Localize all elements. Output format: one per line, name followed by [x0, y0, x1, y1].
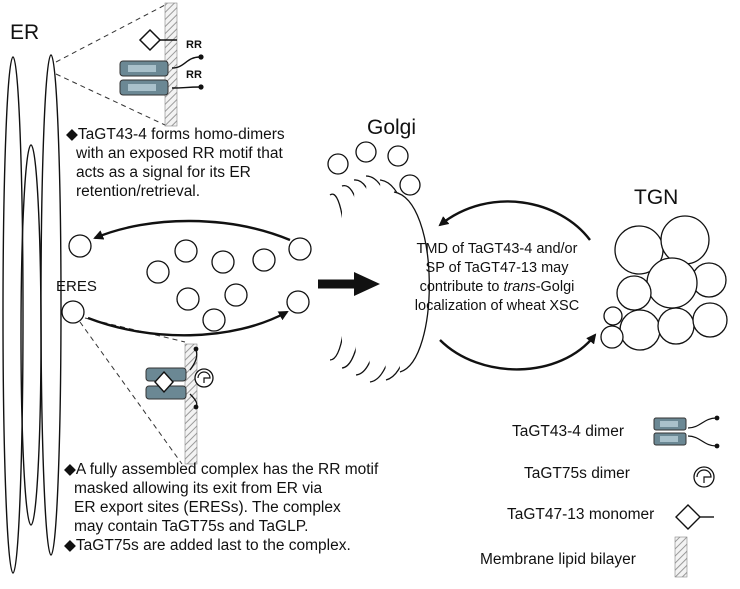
transport-vesicles [61, 234, 312, 332]
er-membranes [2, 54, 62, 574]
er-label: ER [10, 21, 40, 44]
rr-label-top: RR [186, 39, 202, 51]
er-cisterna-1 [2, 56, 24, 574]
legend-membrane-label: Membrane lipid bilayer [480, 551, 636, 568]
legend-gt47-label: TaGT47-13 monomer [507, 506, 655, 523]
top-inset [119, 2, 204, 127]
top-note: ◆TaGT43-4 forms homo-dimers with an expo… [66, 126, 285, 200]
tgn-bottom-arrow [439, 333, 597, 371]
legend-gt43-icon [653, 415, 720, 449]
retrograde-arrow [93, 219, 291, 242]
gt43-dimer-icon [119, 54, 204, 96]
gt47-diamond-icon [138, 28, 162, 52]
tgn-label: TGN [634, 186, 679, 209]
center-note: TMD of TaGT43-4 and/or SP of TaGT47-13 m… [414, 241, 580, 314]
legend-gt75-icon [693, 466, 715, 488]
golgi-stack [327, 141, 430, 383]
legend-gt43-label: TaGT43-4 dimer [512, 423, 624, 440]
assembled-complex-icon [145, 346, 214, 410]
eres-label: ERES [56, 278, 97, 295]
bottom-note: ◆A fully assembled complex has the RR mo… [64, 461, 379, 554]
golgi-label: Golgi [367, 116, 417, 139]
zoom-lines [55, 4, 186, 465]
legend-membrane-icon [674, 536, 688, 578]
legend-gt47-icon [675, 504, 714, 530]
anterograde-arrow [87, 310, 289, 337]
er-cisterna-2 [20, 144, 42, 526]
tgn-vesicles [600, 215, 728, 351]
legend-gt75-label: TaGT75s dimer [524, 465, 630, 482]
er-cisterna-3 [40, 54, 62, 556]
rr-label-bottom: RR [186, 69, 202, 81]
tgn-top-arrow [438, 200, 591, 241]
bottom-inset [145, 343, 214, 465]
